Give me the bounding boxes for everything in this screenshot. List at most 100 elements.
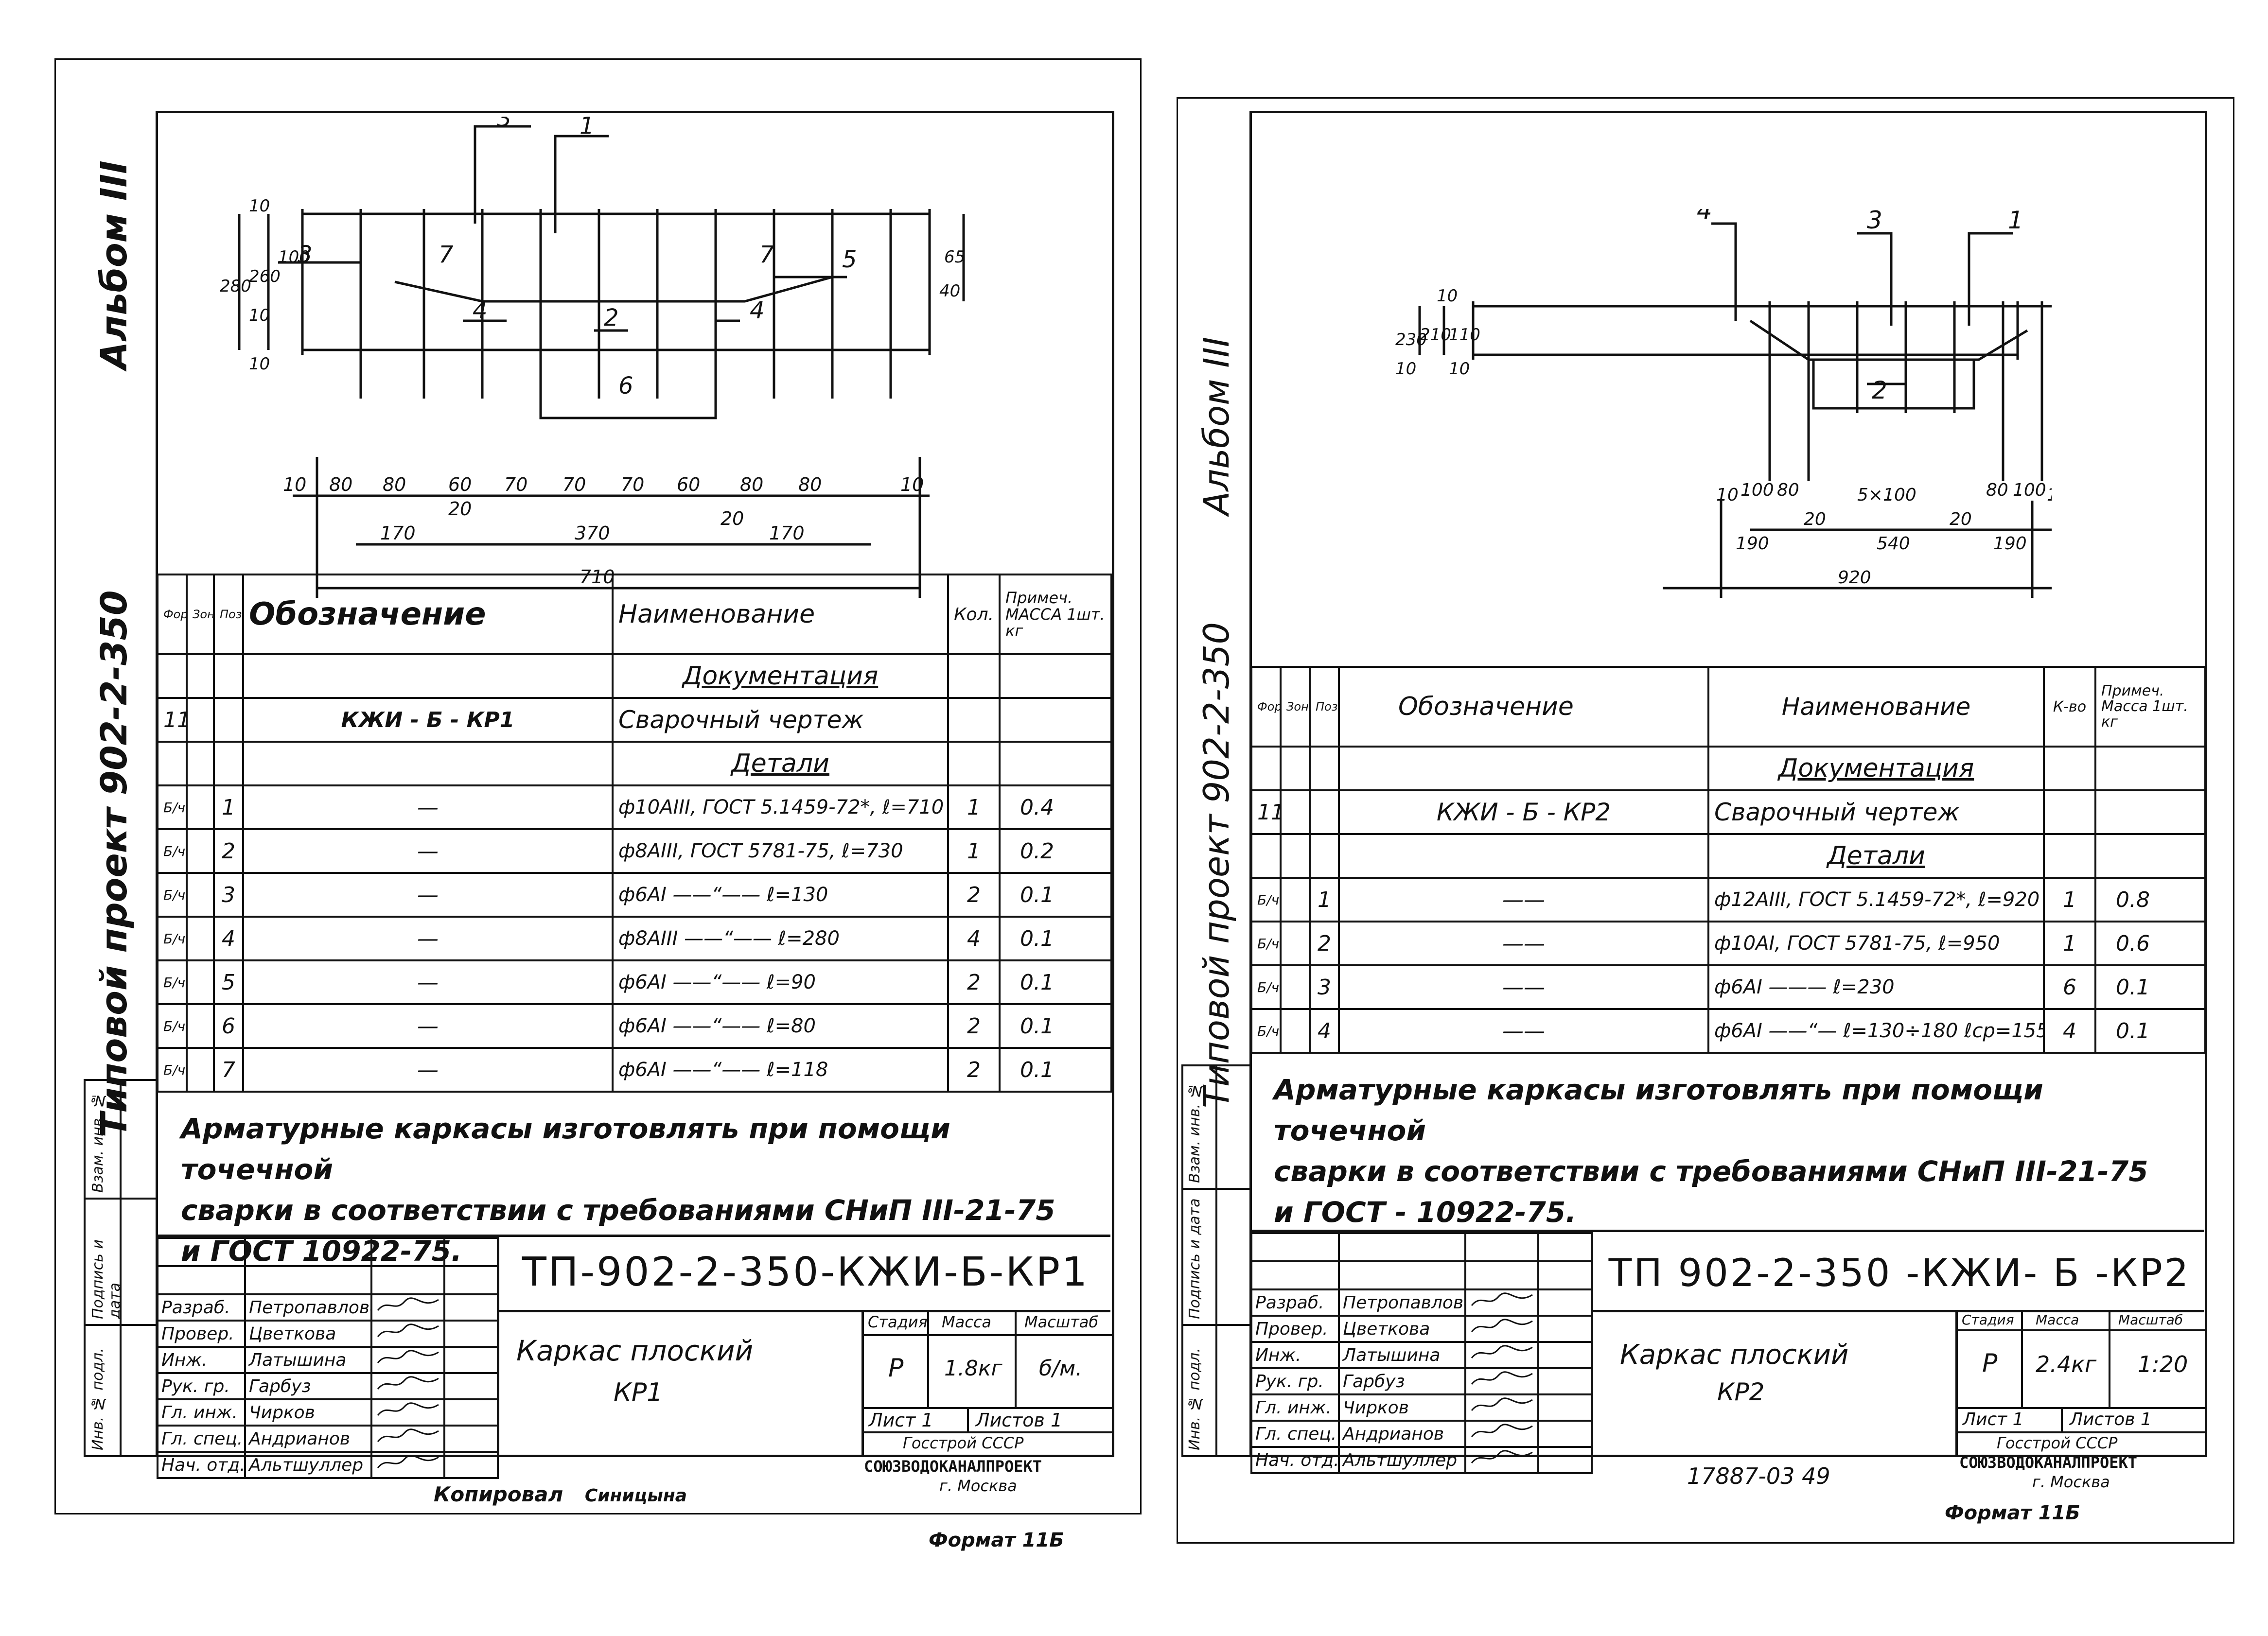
right-hdim-1: 10 (1716, 485, 1739, 505)
left-stamp-signature (370, 1425, 445, 1453)
left-stamp-org2-visible: СОЮЗВОДОКАНАЛПРОЕКТ (864, 1457, 1042, 1476)
left-hdim-11: 10 (900, 474, 924, 495)
right-stamp-sign-row: Рук. гр.Гарбуз (1250, 1367, 1593, 1395)
left-stamp-signature (370, 1320, 445, 1348)
right-cell-qty: 6 (2043, 964, 2096, 1010)
left-cell-mass: 0.1 (999, 959, 1112, 1005)
right-section-doc-row: Документация (1250, 746, 2206, 791)
left-stamp-signature (370, 1346, 445, 1374)
left-header-name: Наименование (612, 574, 949, 655)
left-cell-name: ф6АI ——“—— ℓ=130 (612, 872, 949, 918)
left-cell-format: Б/ч (157, 872, 188, 918)
left-pos-label-2: 2 (604, 304, 619, 331)
right-section-parts: Детали (1707, 833, 2045, 879)
left-note-line-2: сварки в соответствии с требованиями СНи… (181, 1194, 1055, 1227)
left-stamp-person: Гарбуз (244, 1372, 372, 1400)
right-stamp-scale-header: Масштаб (2118, 1312, 2183, 1328)
right-cell-designation: —— (1338, 921, 1709, 966)
left-cell-designation: — (242, 959, 614, 1005)
right-cell-pos: 4 (1309, 1008, 1340, 1054)
left-cell-designation: — (242, 1047, 614, 1093)
left-cell-qty: 2 (947, 872, 1001, 918)
right-cell-format: Б/ч (1250, 964, 1282, 1010)
right-project-label: Типовой проект 902-2-350 (1196, 622, 1237, 1108)
left-copied-text: Копировал (434, 1482, 563, 1506)
left-pos-label-4a: 4 (473, 297, 488, 324)
left-stamp-person: Петропавловская (244, 1293, 372, 1322)
right-stamp-org2-visible: СОЮЗВОДОКАНАЛПРОЕКТ (1959, 1453, 2138, 1472)
left-hdim-7: 70 (621, 474, 644, 495)
left-cell-pos: 6 (213, 1003, 244, 1049)
right-stamp-signature (1464, 1341, 1539, 1369)
right-stamp-signature (1464, 1288, 1539, 1317)
left-cell-format: Б/ч (157, 1047, 188, 1093)
left-stamp-sign-row: Рук. гр.Гарбуз (157, 1372, 499, 1400)
left-stamp-person: Андрианов (244, 1425, 372, 1453)
left-stamp-signature (370, 1398, 445, 1427)
left-stamp-scale: б/м. (1039, 1356, 1083, 1381)
left-cage-drawing: 3 1 3 7 7 5 4 2 4 6 10 280 260 100 10 10… (220, 117, 965, 598)
left-side-label-1: Взам. инв. № (89, 1092, 106, 1193)
left-pos-label-3b: 3 (298, 241, 313, 268)
right-stamp-role: Гл. инж. пр. (1250, 1393, 1340, 1422)
right-stamp-person: Гарбуз (1338, 1367, 1466, 1395)
right-side-label-1: Взам. инв. № (1186, 1082, 1203, 1183)
left-cell-pos: 7 (213, 1047, 244, 1093)
left-trim-frame (54, 58, 1142, 1514)
right-stamp-signature (1464, 1420, 1539, 1448)
right-pos-label-3: 3 (1867, 209, 1882, 234)
left-stamp-title-1: Каркас плоский (516, 1334, 754, 1367)
left-cell-designation: — (242, 1003, 614, 1049)
left-cell-zone (186, 1003, 215, 1049)
right-hdim-190b: 190 (1993, 534, 2027, 554)
right-side-label-2: Подпись и дата (1186, 1198, 1203, 1320)
right-doc-designation: КЖИ - Б - КР2 (1338, 789, 1709, 835)
left-stamp-role: Рук. гр. (157, 1372, 246, 1400)
left-cell-name: ф6АI ——“—— ℓ=80 (612, 1003, 949, 1049)
right-stamp-title-1: Каркас плоский (1620, 1339, 1849, 1371)
left-cell-format: Б/ч (157, 828, 188, 874)
left-header-zone: Зона (186, 574, 215, 655)
left-vdim-10b: 10 (249, 354, 270, 374)
right-stamp-stage: Р (1982, 1349, 1998, 1378)
right-stamp-sign-row: Гл. инж. пр.Чирков (1250, 1393, 1593, 1422)
left-stamp-code: ТП-902-2-350-КЖИ-Б-КР1 (522, 1249, 1090, 1295)
left-cell-name: ф8АIII ——“—— ℓ=280 (612, 916, 949, 961)
right-cell-format: Б/ч (1250, 877, 1282, 922)
right-header-note: Примеч. Масса 1шт. кг (2094, 666, 2206, 748)
left-cell-format: Б/ч (157, 916, 188, 961)
right-vdim-210: 210 (1420, 325, 1451, 345)
left-copied-line: Копировал Синицына (434, 1482, 687, 1506)
left-hdim-4: 60 (448, 474, 472, 495)
left-hdim-10: 80 (798, 474, 822, 495)
left-cell-pos: 5 (213, 959, 244, 1005)
left-doc-designation: КЖИ - Б - КР1 (242, 697, 614, 743)
right-stamp-sheets: Листов 1 (2070, 1410, 2152, 1429)
left-vdim-10: 10 (249, 196, 270, 216)
left-stamp-mass: 1.8кг (944, 1356, 1002, 1381)
left-header-note: Примеч. МАССА 1шт. кг (999, 574, 1112, 655)
right-stamp-sign-row: Провер.Цветкова (1250, 1315, 1593, 1343)
left-stamp-person: Цветкова (244, 1320, 372, 1348)
right-stamp-person: Андрианов (1338, 1420, 1466, 1448)
left-cell-qty: 1 (947, 828, 1001, 874)
right-stamp-code: ТП 902-2-350 -КЖИ- Б -КР2 (1608, 1252, 2191, 1295)
right-doc-name: Сварочный чертеж (1707, 789, 2045, 835)
left-cell-zone (186, 784, 215, 830)
right-cell-mass: 0.8 (2094, 877, 2206, 922)
left-hdim-20a: 20 (448, 498, 472, 520)
right-cell-name: ф12АIII, ГОСТ 5.1459-72*, ℓ=920 (1707, 877, 2045, 922)
left-stamp-role: Гл. спец. (157, 1425, 246, 1453)
right-cell-designation: —— (1338, 1008, 1709, 1054)
left-cell-designation: — (242, 872, 614, 918)
right-stamp-title-2: КР2 (1717, 1378, 1765, 1406)
right-stamp-role: Рук. гр. (1250, 1367, 1340, 1395)
left-hdim-8: 60 (677, 474, 700, 495)
right-header-format: Формат (1250, 666, 1282, 748)
right-stamp-role: Гл. спец. (1250, 1420, 1340, 1448)
left-stamp-role: Разраб. (157, 1293, 246, 1322)
left-spec-table: Формат Зона Поз. Обозначение Наименовани… (157, 574, 1112, 1093)
left-stamp-sheets: Листов 1 (976, 1410, 1063, 1431)
right-side-label-3: Инв. № подл. (1186, 1348, 1203, 1450)
